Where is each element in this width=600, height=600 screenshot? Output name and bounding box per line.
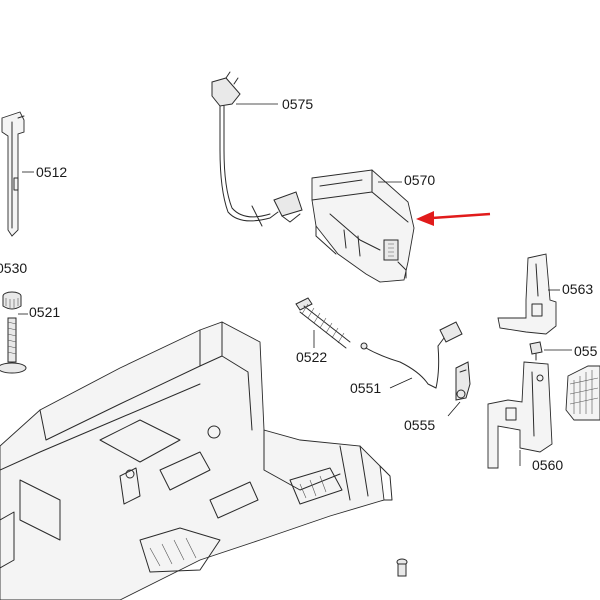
part-0555-clip — [455, 361, 471, 401]
part-0560-mounting-bracket — [487, 361, 553, 469]
label-0563: 0563 — [562, 281, 593, 297]
leader-0555 — [447, 401, 461, 417]
part-0522-spring — [295, 297, 351, 349]
label-0560: 0560 — [532, 457, 563, 473]
label-0570: 0570 — [404, 172, 435, 188]
highlight-arrow — [416, 211, 491, 226]
label-0575: 0575 — [282, 96, 313, 112]
part-edge-component — [565, 365, 600, 421]
label-0530: 0530 — [0, 260, 27, 276]
part-055x-screw — [529, 341, 543, 361]
part-0512-bracket — [1, 111, 25, 237]
part-0521-leveling-foot — [0, 317, 27, 374]
label-0522: 0522 — [296, 349, 327, 365]
part-0570-control-module — [311, 169, 415, 283]
base-frame — [0, 321, 393, 600]
part-0563-bracket — [497, 253, 557, 335]
label-0555: 0555 — [404, 417, 435, 433]
part-bottom-fastener — [396, 558, 408, 577]
part-0530-cap — [2, 291, 22, 310]
leader-0551 — [389, 377, 413, 389]
label-055x: 055 — [574, 343, 598, 359]
label-0512: 0512 — [36, 164, 67, 180]
part-0551-sensor-cable — [360, 321, 463, 389]
label-0551: 0551 — [350, 380, 381, 396]
label-0521: 0521 — [29, 304, 60, 320]
part-0575-power-cable — [211, 71, 303, 227]
